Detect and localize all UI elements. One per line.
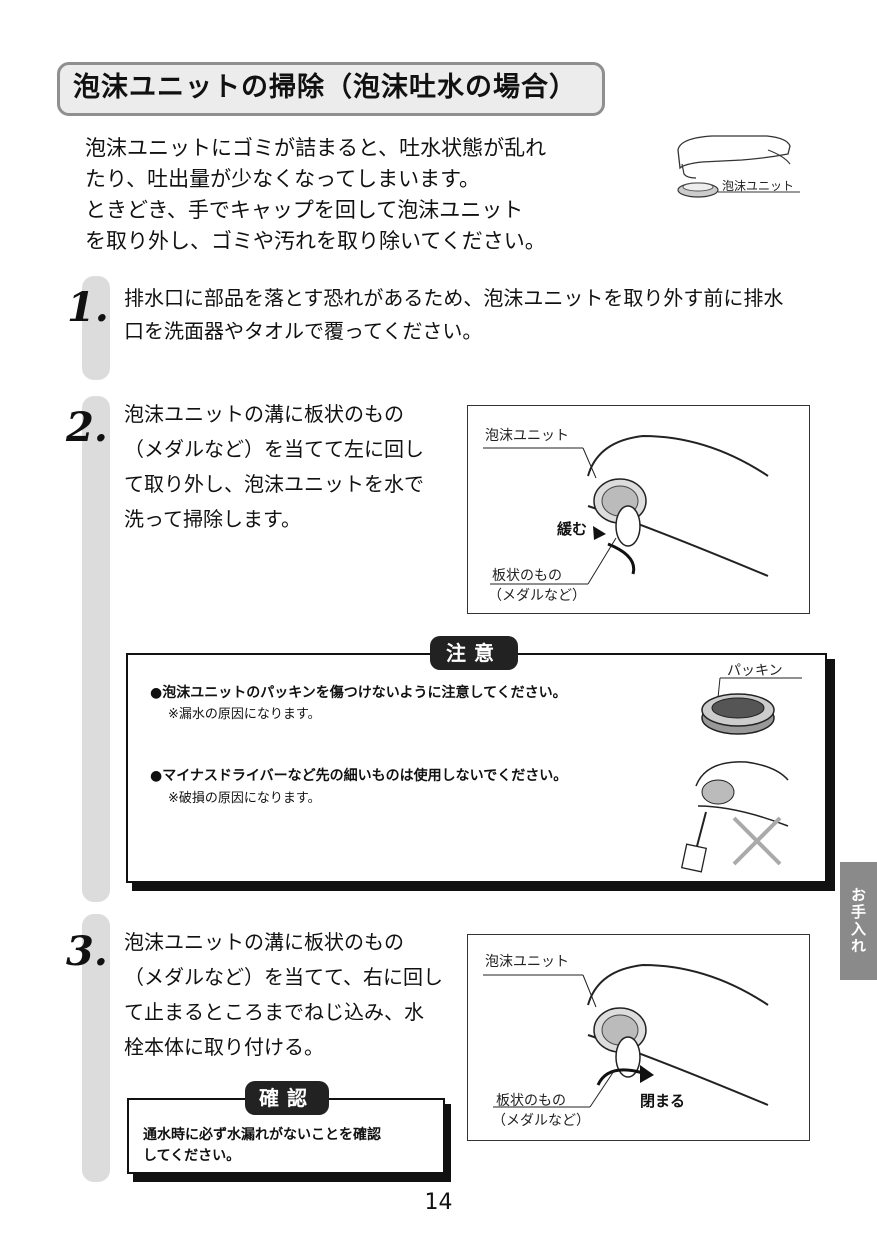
confirm-line-1: 通水時に必ず水漏れがないことを確認 [143, 1127, 381, 1143]
caution-note-1: ※漏水の原因になります。 [168, 707, 321, 722]
unit-label: 泡沫ユニット [485, 428, 569, 444]
step-line: 栓本体に取り付ける。 [124, 1035, 324, 1059]
step-3-text: 泡沫ユニットの溝に板状のもの （メダルなど）を当てて、右に回し て止まるところま… [124, 925, 443, 1065]
intro-text: 泡沫ユニットにゴミが詰まると、吐水状態が乱れ たり、吐出量が少なくなってしまいま… [85, 133, 605, 257]
unit-label: 泡沫ユニット [485, 954, 569, 970]
step-line: 洗って掃除します。 [124, 507, 301, 531]
step-line: て止まるところまでねじ込み、水 [124, 1000, 424, 1024]
step-2-bar [82, 396, 110, 902]
step-2-number: 2. [66, 404, 108, 451]
tool-label-sub: （メダルなど） [488, 588, 586, 604]
caution-badge: 注意 [430, 636, 518, 670]
faucet-illustration [677, 135, 800, 198]
tool-label-sub: （メダルなど） [492, 1113, 590, 1129]
step-1-bar [82, 276, 110, 380]
section-side-tab: お手入れ [840, 862, 877, 980]
packing-label: パッキン [727, 663, 783, 679]
tool-label: 板状のもの [496, 1093, 566, 1109]
confirm-badge: 確認 [245, 1081, 329, 1115]
faucet-removal-diagram [483, 434, 769, 585]
loosen-label: 緩む [557, 520, 588, 538]
faucet-attach-diagram [483, 963, 769, 1108]
screwdriver-prohibited-illustration [680, 761, 789, 873]
packing-illustration [701, 677, 802, 735]
step-line: 口を洗面器やタオルで覆ってください。 [124, 319, 483, 343]
confirm-line-2: してください。 [143, 1148, 241, 1164]
step-line: （メダルなど）を当てて左に回し [124, 437, 424, 461]
step-1-number: 1. [67, 284, 109, 331]
faucet-figure-label: 泡沫ユニット [722, 179, 795, 193]
step-2-text: 泡沫ユニットの溝に板状のもの （メダルなど）を当てて左に回し て取り外し、泡沫ユ… [124, 397, 424, 537]
tighten-label: 閉まる [640, 1092, 686, 1110]
intro-line: たり、吐出量が少なくなってしまいます。 [85, 167, 481, 191]
tool-label: 板状のもの [492, 568, 562, 584]
step-3-bar [82, 914, 110, 1182]
page-title: 泡沫ユニットの掃除（泡沫吐水の場合） [73, 72, 577, 103]
title-box [57, 62, 605, 116]
caution-item-2: ●マイナスドライバーなど先の細いものは使用しないでください。 [150, 768, 568, 784]
intro-line: を取り外し、ゴミや汚れを取り除いてください。 [85, 229, 546, 253]
step-line: （メダルなど）を当てて、右に回し [124, 965, 443, 989]
caution-item-1: ●泡沫ユニットのパッキンを傷つけないように注意してください。 [150, 685, 567, 701]
step-line: 泡沫ユニットの溝に板状のもの [124, 402, 404, 426]
step-3-number: 3. [66, 928, 108, 975]
step-1-text: 排水口に部品を落とす恐れがあるため、泡沫ユニットを取り外す前に排水 口を洗面器や… [124, 282, 783, 348]
intro-line: ときどき、手でキャップを回して泡沫ユニット [85, 198, 524, 222]
step-line: 排水口に部品を落とす恐れがあるため、泡沫ユニットを取り外す前に排水 [124, 286, 784, 310]
step-line: て取り外し、泡沫ユニットを水で [124, 472, 424, 496]
step-line: 泡沫ユニットの溝に板状のもの [124, 930, 404, 954]
caution-note-2: ※破損の原因になります。 [168, 791, 321, 806]
page-number: 14 [424, 1190, 453, 1215]
intro-line: 泡沫ユニットにゴミが詰まると、吐水状態が乱れ [85, 136, 547, 160]
